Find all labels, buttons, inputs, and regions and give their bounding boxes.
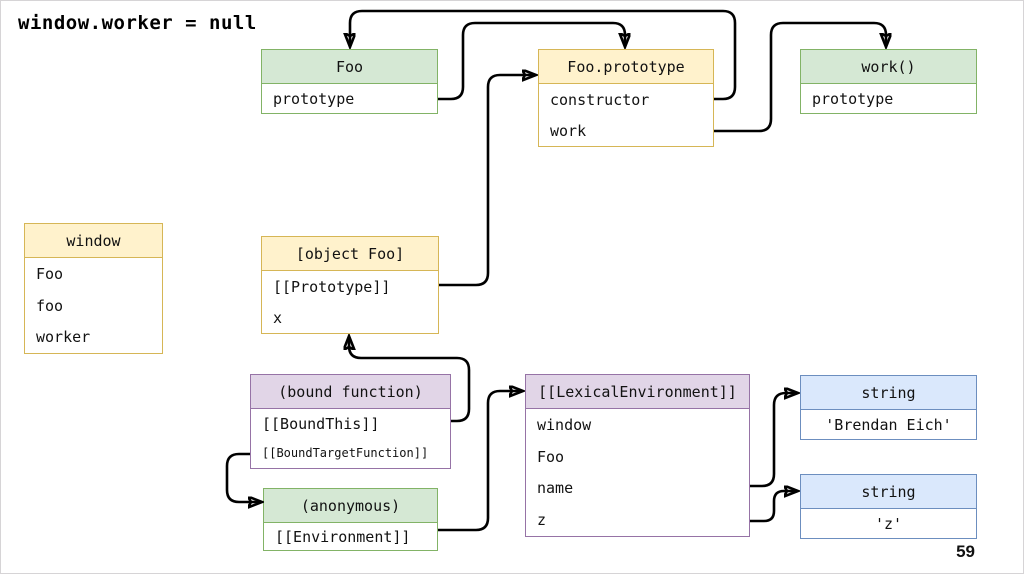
- box-window-row-foo: foo: [36, 296, 64, 315]
- box-bound-function-row-boundtarget: [[BoundTargetFunction]]: [262, 446, 429, 461]
- box-string-brendan: string 'Brendan Eich': [800, 375, 977, 440]
- box-string-z-row-value: 'z': [874, 514, 903, 533]
- box-window-body: Foo foo worker: [25, 258, 162, 353]
- box-string-z: string 'z': [800, 474, 977, 539]
- page-number: 59: [956, 542, 975, 561]
- box-string-brendan-body: 'Brendan Eich': [801, 410, 976, 439]
- box-lexical-environment: [[LexicalEnvironment]] window Foo name z: [525, 374, 750, 537]
- box-bound-function-row-boundthis: [[BoundThis]]: [262, 414, 380, 433]
- box-lexical-environment-body: window Foo name z: [526, 409, 749, 536]
- box-foo-prototype-body: constructor work: [539, 84, 713, 146]
- box-lexical-environment-row-name: name: [537, 479, 574, 498]
- box-window-row-Foo: Foo: [36, 264, 64, 283]
- box-string-z-header: string: [801, 475, 976, 509]
- box-lexical-environment-row-window: window: [537, 415, 592, 434]
- box-window: window Foo foo worker: [24, 223, 163, 354]
- box-anonymous-body: [[Environment]]: [264, 523, 437, 550]
- box-foo-header: Foo: [262, 50, 437, 84]
- box-foo-prototype: Foo.prototype constructor work: [538, 49, 714, 147]
- box-lexical-environment-row-Foo: Foo: [537, 447, 565, 466]
- box-foo: Foo prototype: [261, 49, 438, 114]
- box-bound-function: (bound function) [[BoundThis]] [[BoundTa…: [250, 374, 451, 469]
- arrow-z-to-string-z: [750, 491, 797, 523]
- box-foo-body: prototype: [262, 84, 437, 113]
- box-object-foo-header: [object Foo]: [262, 237, 438, 271]
- box-foo-prototype-header: Foo.prototype: [539, 50, 713, 84]
- box-work-fn-body: prototype: [801, 84, 976, 113]
- box-foo-row-prototype: prototype: [273, 89, 355, 108]
- box-string-z-body: 'z': [801, 509, 976, 538]
- box-foo-prototype-row-work: work: [550, 121, 587, 140]
- arrow-objectfoo-prototype-to-fooprototype: [439, 75, 535, 287]
- box-lexical-environment-row-z: z: [537, 511, 547, 530]
- box-foo-prototype-row-constructor: constructor: [550, 90, 650, 109]
- box-anonymous-row-environment: [[Environment]]: [275, 527, 411, 546]
- box-anonymous-header: (anonymous): [264, 489, 437, 523]
- box-string-brendan-header: string: [801, 376, 976, 410]
- box-object-foo-row-prototype: [[Prototype]]: [273, 277, 391, 296]
- box-anonymous: (anonymous) [[Environment]]: [263, 488, 438, 551]
- box-object-foo-row-x: x: [273, 308, 283, 327]
- box-work-fn-row-prototype: prototype: [812, 89, 894, 108]
- box-work-fn: work() prototype: [800, 49, 977, 114]
- box-work-fn-header: work(): [801, 50, 976, 84]
- arrow-name-to-string-brendan: [750, 393, 797, 488]
- slide-title: window.worker = null: [18, 12, 257, 34]
- box-object-foo-body: [[Prototype]] x: [262, 271, 438, 333]
- box-window-row-worker: worker: [36, 328, 91, 347]
- box-object-foo: [object Foo] [[Prototype]] x: [261, 236, 439, 334]
- box-lexical-environment-header: [[LexicalEnvironment]]: [526, 375, 749, 409]
- box-bound-function-body: [[BoundThis]] [[BoundTargetFunction]]: [251, 409, 450, 468]
- box-window-header: window: [25, 224, 162, 258]
- box-bound-function-header: (bound function): [251, 375, 450, 409]
- box-string-brendan-row-value: 'Brendan Eich': [825, 415, 952, 434]
